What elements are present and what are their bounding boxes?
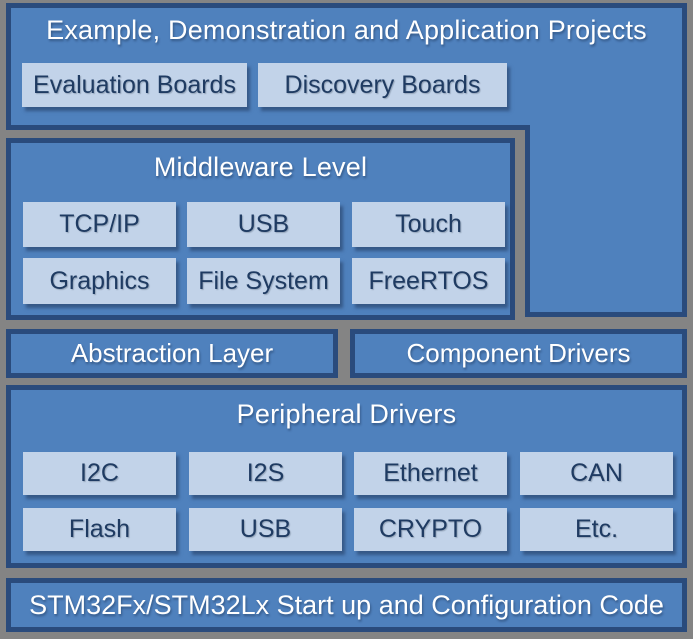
evaluation-boards-box: Evaluation Boards — [22, 63, 247, 107]
peripheral-i2s-box: I2S — [189, 452, 342, 495]
middleware-graphics-box: Graphics — [23, 258, 176, 304]
middleware-block: Middleware Level TCP/IP USB Touch Graphi… — [6, 138, 515, 320]
middleware-touch-box: Touch — [352, 202, 505, 247]
middleware-tcpip-box: TCP/IP — [23, 202, 176, 247]
peripheral-drivers-title: Peripheral Drivers — [236, 398, 457, 429]
middleware-freertos-box: FreeRTOS — [352, 258, 505, 304]
discovery-boards-box: Discovery Boards — [258, 63, 507, 107]
abstraction-layer-block: Abstraction Layer — [6, 329, 338, 378]
component-drivers-block: Component Drivers — [350, 329, 687, 378]
middleware-filesystem-box: File System — [187, 258, 340, 304]
peripheral-i2c-box: I2C — [23, 452, 176, 495]
abstraction-layer-label: Abstraction Layer — [70, 338, 274, 368]
startup-code-block: STM32Fx/STM32Lx Start up and Configurati… — [6, 578, 687, 632]
peripheral-usb-box: USB — [189, 508, 342, 551]
peripheral-ethernet-box: Ethernet — [354, 452, 507, 495]
peripheral-crypto-box: CRYPTO — [354, 508, 507, 551]
peripheral-etc-box: Etc. — [520, 508, 673, 551]
peripheral-flash-box: Flash — [23, 508, 176, 551]
peripheral-drivers-block: Peripheral Drivers I2C I2S Ethernet CAN … — [6, 385, 687, 568]
application-projects-title: Example, Demonstration and Application P… — [46, 14, 647, 45]
middleware-usb-box: USB — [187, 202, 340, 247]
peripheral-can-box: CAN — [520, 452, 673, 495]
component-drivers-label: Component Drivers — [406, 338, 631, 368]
startup-code-label: STM32Fx/STM32Lx Start up and Configurati… — [29, 589, 664, 620]
middleware-title: Middleware Level — [153, 151, 368, 182]
